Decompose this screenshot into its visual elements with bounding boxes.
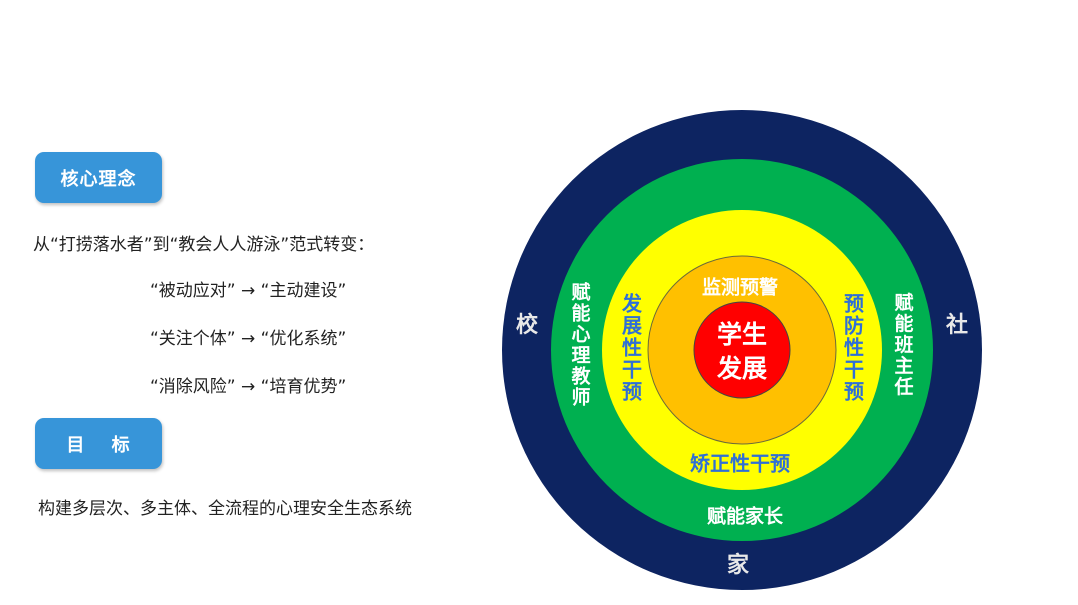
shift-item: “消除风险” → “培育优势”: [150, 377, 347, 397]
shift-item: “关注个体” → “优化系统”: [150, 329, 347, 349]
core-concept-button[interactable]: 核心理念: [35, 152, 162, 203]
orange-label-monitoring: 监测预警: [701, 276, 779, 299]
center-label-line2: 发展: [716, 354, 768, 383]
outer-label-society: 社: [945, 313, 969, 338]
goal-text: 构建多层次、多主体、全流程的心理安全生态系统: [38, 499, 412, 519]
green-label-psych-teacher: 赋能心理教师: [568, 282, 591, 408]
yellow-label-developmental: 发展性干预: [618, 293, 643, 403]
center-label-line1: 学生: [716, 320, 768, 349]
yellow-label-preventive: 预防性干预: [840, 293, 865, 403]
green-label-head-teacher: 赋能班主任: [891, 292, 914, 398]
shift-item: “被动应对” → “主动建设”: [150, 281, 347, 301]
center-circle: [693, 301, 791, 399]
outer-label-family: 家: [726, 553, 750, 578]
goal-button[interactable]: 目 标: [35, 418, 162, 469]
outer-label-school: 校: [515, 313, 539, 338]
green-label-parents: 赋能家长: [706, 505, 784, 528]
yellow-label-corrective: 矫正性干预: [690, 451, 790, 476]
paradigm-text: 从“打捞落水者”到“教会人人游泳”范式转变：: [33, 235, 375, 255]
